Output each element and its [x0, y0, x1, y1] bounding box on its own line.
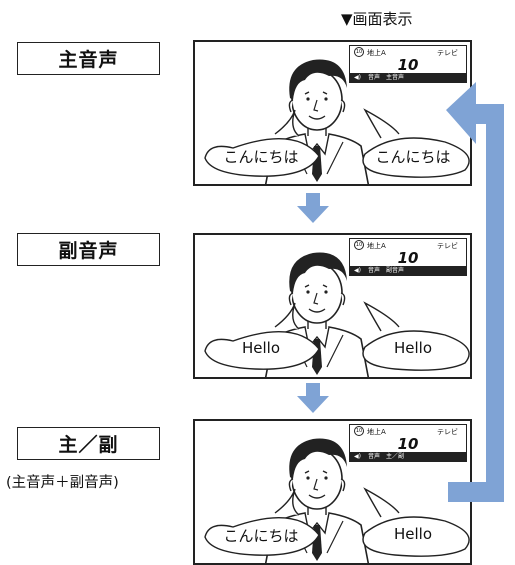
channel-icon: 10 [354, 47, 364, 57]
speech-bubble-left: こんにちは [223, 148, 299, 166]
osd-channel-number: 10 [397, 249, 419, 267]
osd-audio-mode: 音声 主音声 [368, 74, 405, 81]
channel-icon: 10 [354, 426, 364, 436]
osd-audio-bar: ◀) 音声 副音声 [350, 266, 466, 275]
osd-tv: テレビ [437, 242, 458, 250]
tv-screen-main-sub: こんにちは Hello 10 地上A テレビ 10 ◀) 音声 主／副 [193, 419, 472, 565]
speaker-icon: ◀) [354, 74, 361, 81]
speech-bubble-left: こんにちは [223, 527, 299, 545]
loop-back-arrow-icon [446, 82, 504, 502]
osd-audio-mode: 音声 主／副 [368, 453, 405, 460]
speaker-icon: ◀) [354, 267, 361, 274]
channel-osd: 10 地上A テレビ 10 ◀) 音声 副音声 [349, 238, 467, 276]
osd-source: 地上A [367, 428, 386, 436]
presenter-illustration [204, 252, 470, 377]
presenter-illustration [204, 438, 470, 563]
speech-bubble-left: Hello [241, 339, 281, 357]
channel-icon: 10 [354, 240, 364, 250]
osd-source: 地上A [367, 242, 386, 250]
speech-bubble-right: Hello [393, 339, 433, 357]
osd-tv: テレビ [437, 428, 458, 436]
speech-bubble-right: Hello [393, 525, 433, 543]
mode-label-sub: 副音声 [17, 233, 160, 266]
speech-bubble-right: こんにちは [375, 148, 451, 166]
channel-osd: 10 地上A テレビ 10 ◀) 音声 主音声 [349, 45, 467, 83]
osd-audio-bar: ◀) 音声 主／副 [350, 452, 466, 461]
osd-audio-bar: ◀) 音声 主音声 [350, 73, 466, 82]
presenter-illustration [204, 59, 470, 184]
screen-display-heading: ▼画面表示 [341, 10, 413, 28]
osd-source: 地上A [367, 49, 386, 57]
osd-channel-number: 10 [397, 56, 419, 74]
mode-label-main: 主音声 [17, 42, 160, 75]
tv-screen-sub: Hello Hello 10 地上A テレビ 10 ◀) 音声 副音声 [193, 233, 472, 379]
mode-label-main-sub: 主／副 [17, 427, 160, 460]
mode-sublabel-main-sub: (主音声＋副音声) [6, 475, 119, 491]
speaker-icon: ◀) [354, 453, 361, 460]
down-arrow-icon [297, 193, 329, 223]
osd-tv: テレビ [437, 49, 458, 57]
channel-osd: 10 地上A テレビ 10 ◀) 音声 主／副 [349, 424, 467, 462]
down-arrow-icon [297, 383, 329, 413]
osd-audio-mode: 音声 副音声 [368, 267, 405, 274]
osd-channel-number: 10 [397, 435, 419, 453]
tv-screen-main: こんにちは こんにちは 10 地上A テレビ 10 ◀) 音声 主音声 [193, 40, 472, 186]
